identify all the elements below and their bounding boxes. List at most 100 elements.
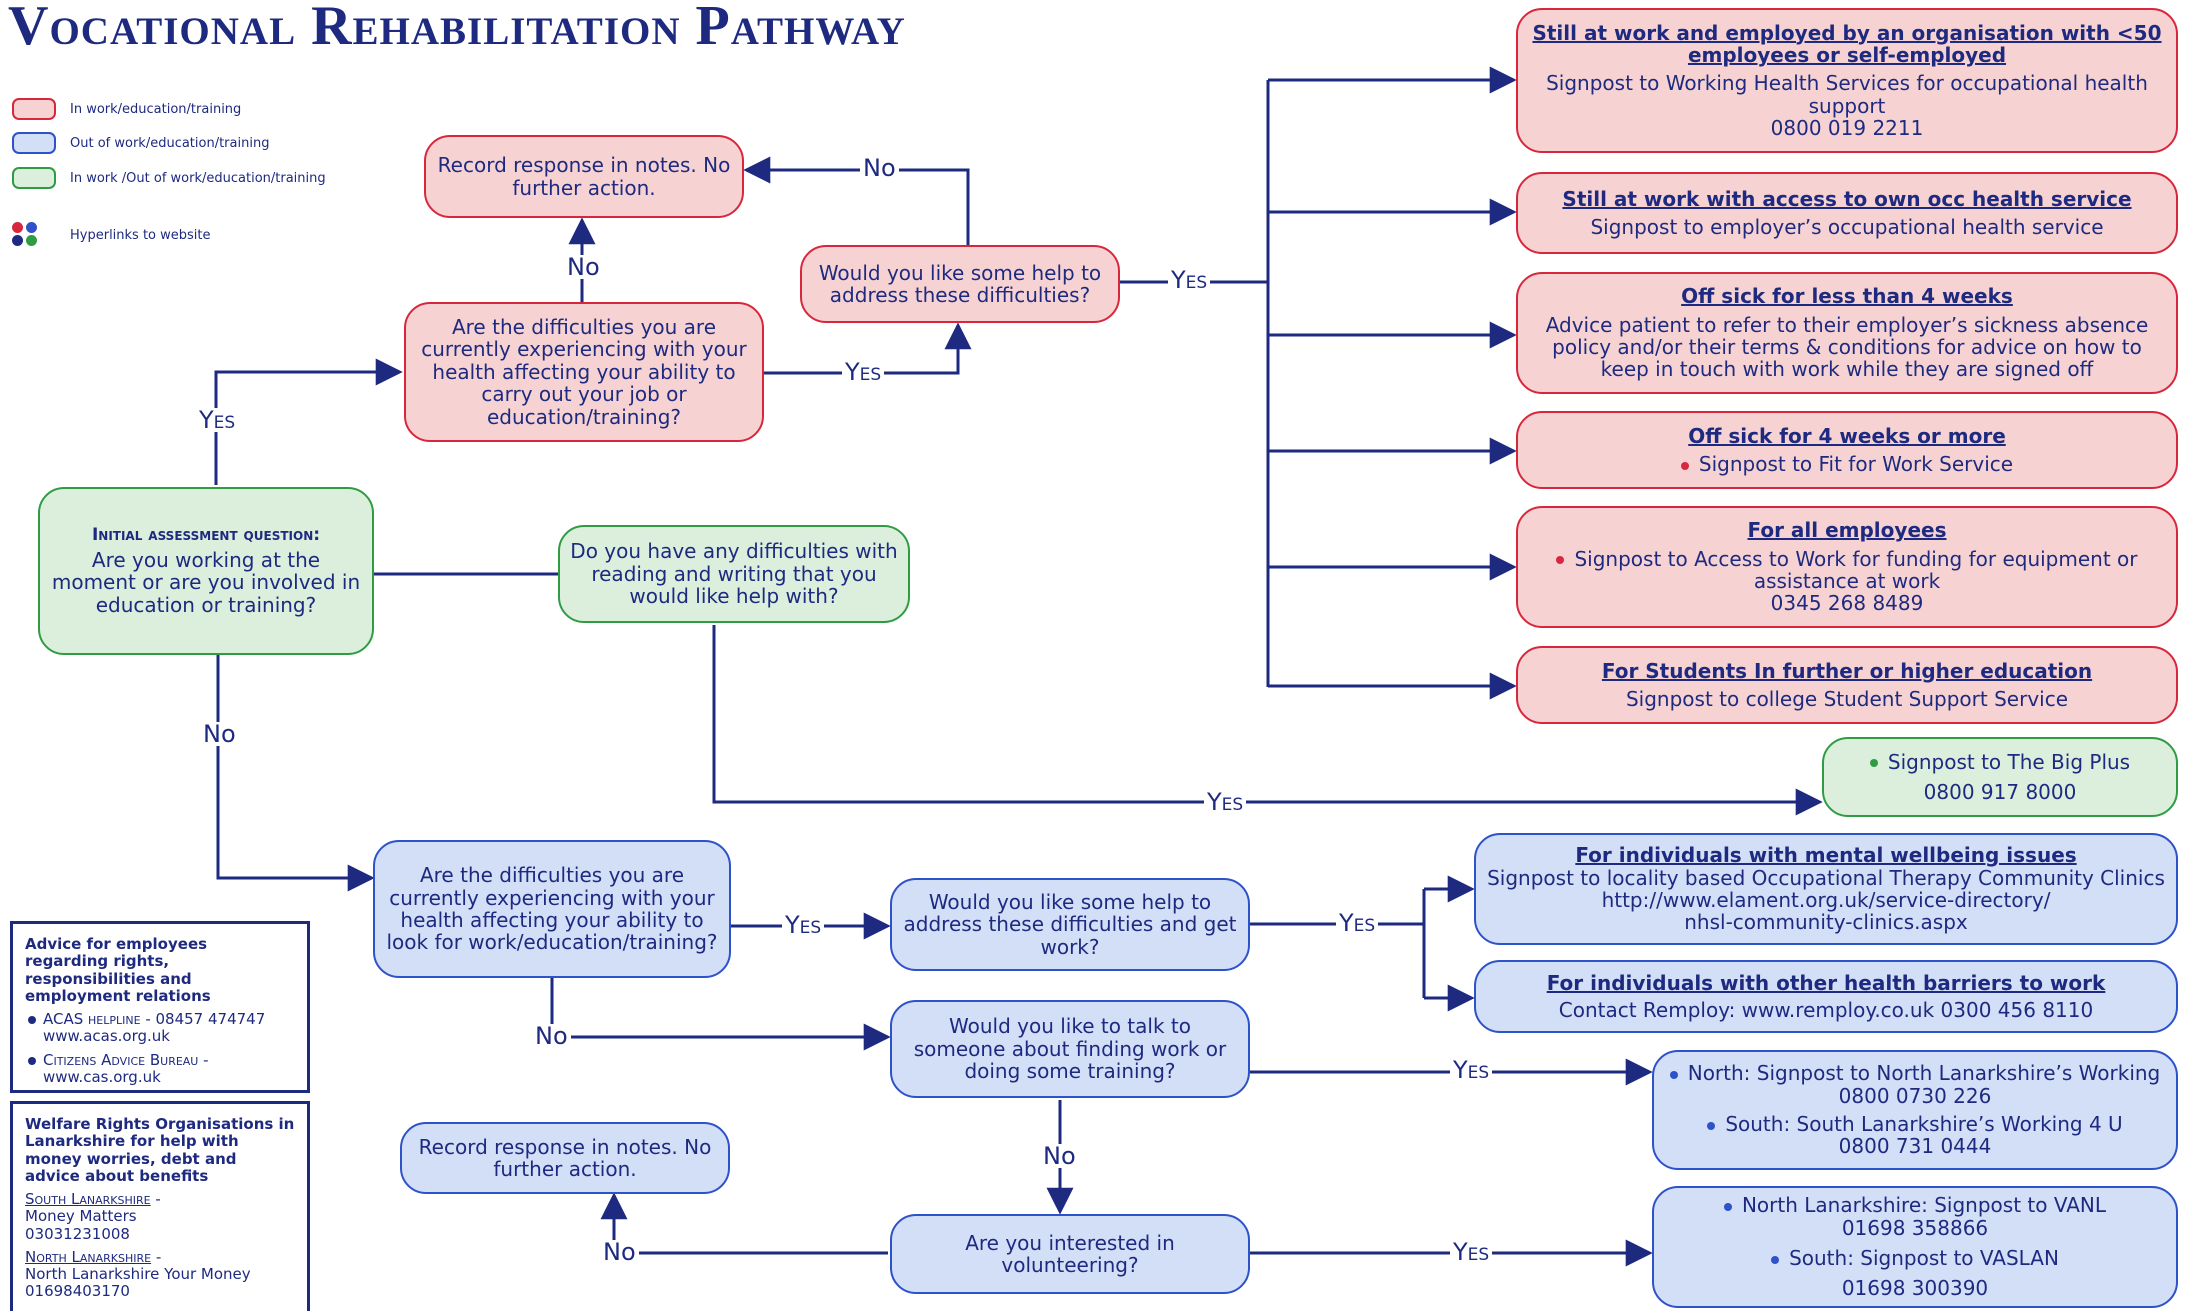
talk-finding-work-box: Would you like to talk to someone about … xyxy=(890,1000,1250,1098)
outcome-text: Signpost to college Student Support Serv… xyxy=(1625,687,2069,711)
outcome-mental-wellbeing: For individuals with mental wellbeing is… xyxy=(1474,833,2178,945)
outcome-heading: For individuals with mental wellbeing is… xyxy=(1575,843,2077,868)
page-title: Vocational Rehabilitation Pathway xyxy=(8,0,906,57)
acas-website[interactable]: www.acas.org.uk xyxy=(43,1027,170,1046)
legend-label: In work/education/training xyxy=(70,101,242,117)
advice-employees-box: Advice for employees regarding rights, r… xyxy=(10,921,310,1093)
hyperlink-row[interactable]: Signpost to The Big Plus xyxy=(1869,749,2131,774)
south-phone: 03031231008 xyxy=(25,1224,130,1243)
label-yes: Yes xyxy=(842,360,885,384)
hyperlink-row[interactable]: Signpost to Access to Work for funding f… xyxy=(1528,546,2166,593)
cab-dash: - xyxy=(198,1050,209,1069)
initial-assessment-label: Initial assessment question: xyxy=(91,524,321,545)
outcome-text: Signpost to locality based Occupational … xyxy=(1487,865,2165,890)
label-yes: Yes xyxy=(1450,1240,1493,1264)
label-no: No xyxy=(532,1024,571,1048)
outcome-text: North Lanarkshire: Signpost to VANL xyxy=(1741,1193,2107,1218)
outcome-own-occ-health: Still at work with access to own occ hea… xyxy=(1516,172,2178,254)
outcome-phone: 0800 019 2211 xyxy=(1770,116,1924,141)
pink-swatch xyxy=(12,98,56,120)
label-no: No xyxy=(860,156,899,180)
out-work-health-question-box: Are the difficulties you are currently e… xyxy=(373,840,731,978)
outcome-text: South: South Lanarkshire’s Working 4 U xyxy=(1725,1112,2123,1136)
outcome-text: North: Signpost to North Lanarkshire’s W… xyxy=(1687,1061,2161,1086)
hyperlink-row[interactable]: South: South Lanarkshire’s Working 4 U xyxy=(1707,1112,2123,1136)
label-no: No xyxy=(200,722,239,746)
outcome-small-employer: Still at work and employed by an organis… xyxy=(1516,8,2178,153)
outcome-volunteering: North Lanarkshire: Signpost to VANL 0169… xyxy=(1652,1186,2178,1308)
outcome-text: Signpost to Working Health Services for … xyxy=(1546,71,2148,118)
label-no: No xyxy=(1040,1144,1079,1168)
label-yes: Yes xyxy=(1336,911,1379,935)
legend-item-out-work: Out of work/education/training xyxy=(12,131,269,155)
cab-name: Citizens Advice Bureau xyxy=(43,1050,199,1069)
legend-item-hyperlinks: Hyperlinks to website xyxy=(12,222,211,248)
legend-label: Hyperlinks to website xyxy=(70,227,211,243)
initial-assessment-box: Initial assessment question: Are you wor… xyxy=(38,487,374,655)
outcome-heading: For individuals with other health barrie… xyxy=(1546,971,2106,996)
legend-item-both: In work /Out of work/education/training xyxy=(12,166,326,190)
outcome-phone: 0800 731 0444 xyxy=(1838,1134,1992,1159)
outcome-phone: 0345 268 8489 xyxy=(1770,591,1924,616)
outcome-text: Advice patient to refer to their employe… xyxy=(1545,312,2149,382)
record-response-bottom-box: Record response in notes. No further act… xyxy=(400,1122,730,1194)
outcome-heading: For all employees xyxy=(1747,518,1947,543)
outcome-text: South: Signpost to VASLAN xyxy=(1789,1246,2059,1270)
label-yes: Yes xyxy=(1168,268,1211,292)
label-yes: Yes xyxy=(1450,1058,1493,1082)
outcome-lanarkshire-working: North: Signpost to North Lanarkshire’s W… xyxy=(1652,1050,2178,1170)
north-lanarkshire-link[interactable]: North Lanarkshire xyxy=(25,1247,152,1266)
label-no: No xyxy=(600,1240,639,1264)
outcome-heading: Still at work with access to own occ hea… xyxy=(1562,186,2132,211)
outcome-off-sick-4-weeks-more: Off sick for 4 weeks or more Signpost to… xyxy=(1516,411,2178,489)
label-yes: Yes xyxy=(1204,790,1247,814)
outcome-heading: Off sick for 4 weeks or more xyxy=(1688,423,2006,448)
advice-heading: Advice for employees regarding rights, r… xyxy=(25,935,211,1005)
outcome-heading: Off sick for less than 4 weeks xyxy=(1681,284,2013,309)
cab-website[interactable]: www.cas.org.uk xyxy=(43,1067,161,1086)
welfare-south: South Lanarkshire - Money Matters 030312… xyxy=(25,1190,161,1243)
outcome-url[interactable]: nhsl-community-clinics.aspx xyxy=(1684,910,1968,935)
record-response-top-box: Record response in notes. No further act… xyxy=(424,135,744,218)
outcome-phone: 01698 358866 xyxy=(1841,1215,1989,1240)
hyperlink-dot-icon xyxy=(1669,1070,1678,1079)
hyperlink-dot-icon xyxy=(1771,1255,1780,1264)
acas-entry[interactable]: ACAS helpline - 08457 474747 www.acas.or… xyxy=(25,1010,295,1046)
outcome-phone: 01698 300390 xyxy=(1841,1276,1989,1301)
outcome-text: Contact Remploy: www.remploy.co.uk 0300 … xyxy=(1558,997,2094,1022)
acas-phone: - 08457 474747 xyxy=(140,1010,266,1028)
hyperlink-dots-icon xyxy=(12,222,42,248)
help-top-question-box: Would you like some help to address thes… xyxy=(800,245,1120,323)
welfare-rights-box: Welfare Rights Organisations in Lanarksh… xyxy=(10,1101,310,1311)
hyperlink-dot-icon xyxy=(1869,759,1878,768)
outcome-other-barriers: For individuals with other health barrie… xyxy=(1474,960,2178,1033)
south-lanarkshire-link[interactable]: South Lanarkshire xyxy=(25,1190,151,1208)
reading-writing-question-box: Do you have any difficulties with readin… xyxy=(558,525,910,623)
cab-entry[interactable]: Citizens Advice Bureau - www.cas.org.uk xyxy=(25,1050,295,1087)
legend-label: Out of work/education/training xyxy=(70,135,270,151)
hyperlink-row[interactable]: South: Signpost to VASLAN xyxy=(1771,1247,2059,1269)
hyperlink-row[interactable]: Signpost to Fit for Work Service xyxy=(1680,453,2013,475)
label-yes: Yes xyxy=(196,408,239,432)
south-org: Money Matters xyxy=(25,1207,137,1226)
outcome-phone: 0800 917 8000 xyxy=(1923,780,2077,804)
outcome-text: Signpost to The Big Plus xyxy=(1887,749,2131,774)
acas-name: ACAS helpline xyxy=(43,1010,141,1028)
outcome-all-employees: For all employees Signpost to Access to … xyxy=(1516,506,2178,628)
outcome-url[interactable]: http://www.elament.org.uk/service-direct… xyxy=(1601,888,2051,912)
welfare-north: North Lanarkshire - North Lanarkshire Yo… xyxy=(25,1247,251,1301)
legend-label: In work /Out of work/education/training xyxy=(70,170,326,186)
label-no: No xyxy=(564,255,603,279)
outcome-off-sick-less-4-weeks: Off sick for less than 4 weeks Advice pa… xyxy=(1516,272,2178,394)
blue-swatch xyxy=(12,132,56,154)
outcome-text: Signpost to Access to Work for funding f… xyxy=(1574,546,2138,593)
welfare-heading: Welfare Rights Organisations in Lanarksh… xyxy=(25,1115,295,1185)
volunteering-question-box: Are you interested in volunteering? xyxy=(890,1214,1250,1294)
hyperlink-row[interactable]: North Lanarkshire: Signpost to VANL xyxy=(1723,1193,2107,1218)
initial-assessment-question: Are you working at the moment or are you… xyxy=(51,547,361,617)
outcome-phone: 0800 0730 226 xyxy=(1838,1083,1992,1108)
in-work-health-question-box: Are the difficulties you are currently e… xyxy=(404,302,764,442)
hyperlink-dot-icon xyxy=(1723,1202,1732,1211)
hyperlink-row[interactable]: North: Signpost to North Lanarkshire’s W… xyxy=(1669,1061,2161,1086)
